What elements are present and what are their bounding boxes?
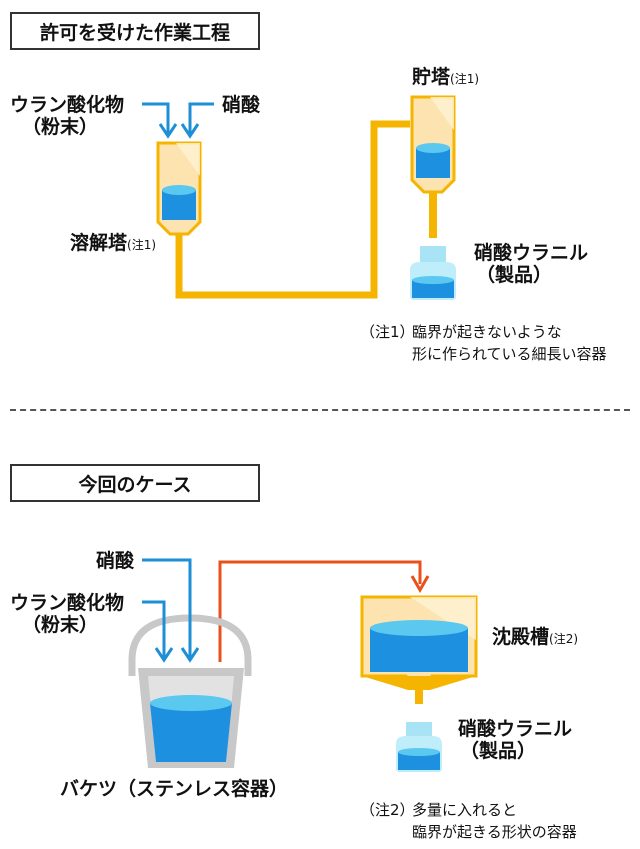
- note2-line1: 多量に入れると: [412, 801, 518, 819]
- dissolution-tower-label: 溶解塔(注1): [70, 232, 156, 256]
- transfer-arrow-2: [218, 560, 430, 662]
- storage-tower-name: 貯塔: [412, 66, 451, 88]
- dissolution-tower: [156, 141, 202, 236]
- product-label-1: 硝酸ウラニル （製品）: [474, 242, 588, 286]
- storage-tower-label: 貯塔(注1): [412, 66, 479, 90]
- product-label-1-line2: （製品）: [476, 264, 553, 286]
- note1-line1: 臨界が起きないような: [412, 323, 562, 341]
- product-label-2-line2: （製品）: [460, 740, 537, 762]
- precipitation-tank-name: 沈殿槽: [492, 626, 550, 648]
- input-arrow-uranium-2: [142, 600, 174, 663]
- section2-title-box: 今回のケース: [10, 464, 260, 502]
- input-arrow-nitric-2: [142, 558, 200, 663]
- section1-title: 許可を受けた作業工程: [39, 21, 230, 44]
- uranium-oxide-label-2: ウラン酸化物 （粉末）: [10, 592, 124, 636]
- precipitation-tank: [360, 595, 478, 704]
- dissolution-tower-note-ref: (注1): [127, 238, 157, 252]
- section-divider: [10, 409, 630, 411]
- transfer-pipe: [175, 120, 410, 299]
- section1-title-box: 許可を受けた作業工程: [10, 12, 260, 50]
- nitric-acid-label-2: 硝酸: [96, 550, 135, 572]
- note2-line2: 臨界が起きる形状の容器: [412, 823, 577, 841]
- product-label-2-line1: 硝酸ウラニル: [458, 718, 573, 740]
- uranium-oxide-label-1: ウラン酸化物 （粉末）: [10, 94, 124, 138]
- note2-marker: （注2）: [360, 801, 415, 819]
- precipitation-tank-note-ref: (注2): [549, 632, 579, 646]
- product-label-1-line1: 硝酸ウラニル: [474, 242, 589, 264]
- nitric-acid-label-1: 硝酸: [222, 94, 261, 116]
- input-arrow-nitric-1: [180, 102, 214, 139]
- input-arrow-uranium-1: [142, 102, 178, 139]
- uranium-oxide-label-1-line2: （粉末）: [22, 116, 99, 138]
- bucket-label: バケツ（ステンレス容器）: [60, 778, 289, 800]
- product-label-2: 硝酸ウラニル （製品）: [458, 718, 572, 762]
- uranium-oxide-label-2-line2: （粉末）: [22, 614, 99, 636]
- uranium-oxide-label-2-line1: ウラン酸化物: [10, 592, 125, 614]
- product-bottle-1: [410, 246, 456, 300]
- bucket: [128, 614, 252, 768]
- note1-marker: （注1）: [360, 323, 415, 341]
- section2-title: 今回のケース: [78, 473, 192, 496]
- storage-tower: [410, 95, 456, 238]
- storage-tower-note-ref: (注1): [450, 72, 480, 86]
- uranium-oxide-label-1-line1: ウラン酸化物: [10, 94, 125, 116]
- note1-line2: 形に作られている細長い容器: [412, 345, 607, 363]
- product-bottle-2: [396, 722, 442, 772]
- dissolution-tower-name: 溶解塔: [70, 232, 128, 254]
- precipitation-tank-label: 沈殿槽(注2): [492, 626, 578, 650]
